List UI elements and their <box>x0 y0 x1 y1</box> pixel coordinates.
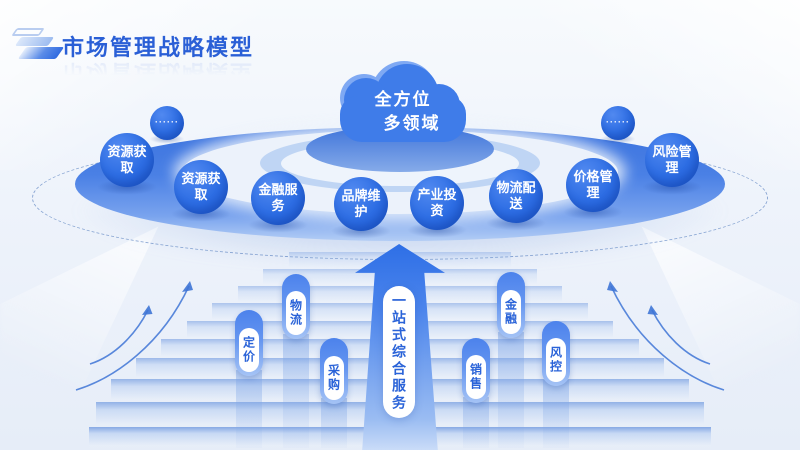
cloud-label-line1: 全方位 <box>374 90 432 109</box>
pill-sales: 销售 <box>462 338 490 403</box>
ring-item-label: ······ <box>155 117 179 128</box>
pill-inner: 定价 <box>239 328 259 372</box>
pill-light-streak <box>321 398 347 448</box>
one-stop-service-label: 一站式综合服务 <box>391 292 407 412</box>
circle-shadow <box>96 179 158 195</box>
pill-procurement: 采购 <box>320 338 348 404</box>
ring-item-risk-management: 风险管理 <box>645 133 699 187</box>
ring-item-label: ······ <box>606 117 630 128</box>
circle-shadow <box>641 179 703 195</box>
circle-shadow <box>485 215 547 231</box>
pill-risk-control: 风控 <box>542 321 570 386</box>
circle-shadow <box>330 223 392 239</box>
pill-light-streak <box>498 332 524 448</box>
cloud-shape: 全方位 多领域 <box>334 61 472 146</box>
icon-layer <box>11 28 45 36</box>
pill-label: 金融 <box>503 298 518 326</box>
ring-item-label: 产业投资 <box>417 186 457 218</box>
ring-item-financial-services: 金融服务 <box>251 171 305 225</box>
pill-label: 物流 <box>288 299 303 327</box>
ring-item-resource-acquisition-1: 资源获取 <box>100 133 154 187</box>
one-stop-service-pill: 一站式综合服务 <box>383 286 415 418</box>
ring-item-label: 资源获取 <box>107 143 147 175</box>
page-title-reflection: 市场管理战略模型 <box>62 60 255 85</box>
pill-inner: 金融 <box>501 290 521 334</box>
pill-label: 采购 <box>326 364 341 392</box>
ring-item-logistics-delivery: 物流配送 <box>489 169 543 223</box>
cloud-body <box>340 96 466 142</box>
ring-item-brand-maintenance: 品牌维护 <box>334 177 388 231</box>
ring-item-label: 品牌维护 <box>341 187 381 219</box>
ring-item-dots-left: ······ <box>150 106 184 140</box>
circle-shadow <box>170 206 232 222</box>
pill-inner: 采购 <box>324 356 344 400</box>
pill-pricing: 定价 <box>235 310 263 376</box>
pill-inner: 销售 <box>466 355 486 399</box>
pill-light-streak <box>236 370 262 448</box>
circle-shadow <box>247 217 309 233</box>
pill-logistics: 物流 <box>282 274 310 339</box>
ring-item-label: 资源获取 <box>181 170 221 202</box>
icon-layer <box>17 47 65 59</box>
ring-item-dots-right: ······ <box>601 106 635 140</box>
ring-item-industry-investment: 产业投资 <box>410 176 464 230</box>
pill-finance: 金融 <box>497 272 525 338</box>
cloud-label-line2: 多领域 <box>383 113 441 133</box>
page-title: 市场管理战略模型 <box>62 35 255 60</box>
pill-label: 风控 <box>548 346 563 374</box>
ring-item-label: 物流配送 <box>496 179 536 211</box>
ring-item-resource-acquisition-2: 资源获取 <box>174 160 228 214</box>
pill-label: 销售 <box>468 363 483 391</box>
pill-inner: 物流 <box>286 291 306 335</box>
pill-label: 定价 <box>241 336 256 364</box>
ring-item-price-management: 价格管理 <box>566 158 620 212</box>
layers-arrow-icon <box>8 28 65 64</box>
pill-light-streak <box>463 397 489 448</box>
pill-inner: 风控 <box>546 338 566 382</box>
ring-item-label: 价格管理 <box>573 168 613 200</box>
pill-light-streak <box>543 380 569 448</box>
circle-shadow <box>562 204 624 220</box>
circle-shadow <box>406 222 468 238</box>
cloud-label: 全方位 多领域 <box>334 88 472 136</box>
ring-item-label: 金融服务 <box>258 181 298 213</box>
pill-light-streak <box>283 334 309 448</box>
ring-item-label: 风险管理 <box>652 143 692 175</box>
icon-layer <box>14 37 55 46</box>
